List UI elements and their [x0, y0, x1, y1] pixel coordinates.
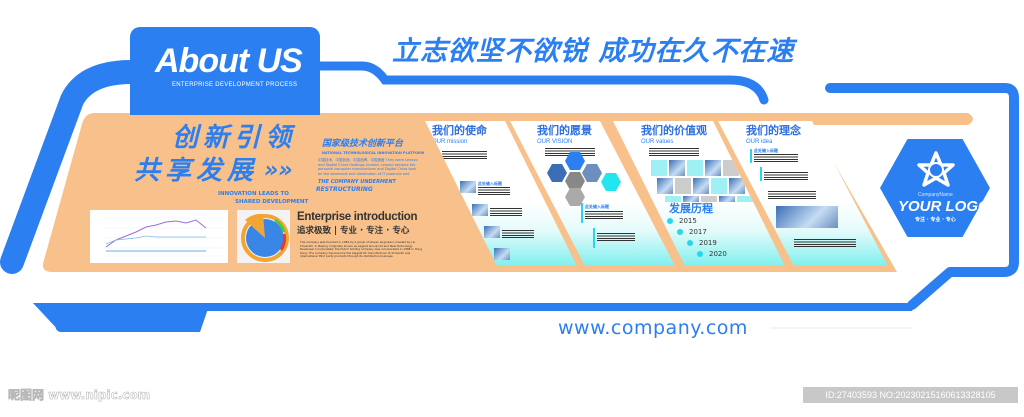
platform-title: 国家级技术创新平台 [322, 139, 404, 149]
item-label: 此处输入标题 [585, 204, 609, 209]
year: 2019 [699, 239, 717, 247]
year: 2020 [709, 250, 727, 258]
line-chart-thumbnail [90, 210, 228, 263]
history-title: 发展历程 [669, 202, 713, 215]
item-label: 此处输入标题 [478, 181, 502, 186]
building-photo [776, 206, 838, 228]
panel-subtitle: OUR VISION [537, 139, 573, 145]
panel-title: 我们的愿景 [537, 124, 592, 137]
panel-title: 我们的使命 [432, 124, 487, 137]
about-tab [130, 27, 320, 115]
year: 2015 [679, 217, 697, 225]
pie-chart-thumbnail [237, 210, 290, 263]
enterprise-text: The company was founded in 1984 by a gro… [300, 241, 423, 259]
watermark-site: 昵图网 www.nipic.com [8, 388, 151, 403]
panel-subtitle: OUR idea [746, 139, 773, 145]
slogan-en-2: SHARED DEVELOPMENT [235, 199, 309, 205]
enterprise-title: Enterprise introduction [297, 211, 418, 223]
right-frame-bracket [825, 83, 1019, 310]
item-label: 此处输入标题 [754, 148, 778, 153]
slogan-line-1: 创新引领 [172, 123, 297, 153]
double-chevron-icon: »» [264, 158, 293, 183]
slogan-line-2: 共享发展 [134, 156, 259, 186]
website-link[interactable]: www.company.com [558, 317, 748, 339]
logo-company-name: CompanyName [918, 192, 953, 198]
year: 2017 [689, 228, 707, 236]
about-title: About US [155, 42, 303, 80]
left-frame-band [0, 60, 144, 274]
panel-subtitle: OUR mission [432, 139, 468, 145]
photo [460, 181, 476, 193]
about-subtitle: ENTERPRISE DEVELOPMENT PROCESS [172, 82, 298, 88]
bottom-frame-band-left [33, 303, 210, 332]
panel-title: 我们的价值观 [641, 124, 707, 137]
motto-heading: 立志欲坚不欲锐 成功在久不在速 [392, 36, 795, 67]
restructure-2: RESTRUCTURING [316, 186, 373, 193]
logo-tagline: 专注 · 专业 · 专心 [915, 217, 956, 223]
star-knot-icon [917, 151, 955, 187]
logo-name: YOUR LOGO [898, 198, 990, 215]
panel-title: 我们的理念 [746, 124, 801, 137]
watermark-id: ID:27403593 NO:20230215160613328105 [803, 387, 1018, 403]
platform-text: 中国技术、中国创造、中国品牌、中国速度 They were Lenovo and… [318, 158, 418, 176]
platform-subtitle: NATIONAL TECHNOLOGICAL INNOVATION PLATFO… [322, 151, 425, 155]
bottom-frame-band [33, 303, 915, 332]
slogan-en-1: INNOVATION LEADS TO [218, 191, 289, 197]
enterprise-motto: 追求极致 | 专业 · 专注 · 专心 [297, 226, 410, 236]
panel-subtitle: OUR values [641, 139, 674, 145]
restructure-1: THE COMPANY UNDERMENT [318, 179, 396, 185]
top-frame-band [313, 61, 769, 105]
